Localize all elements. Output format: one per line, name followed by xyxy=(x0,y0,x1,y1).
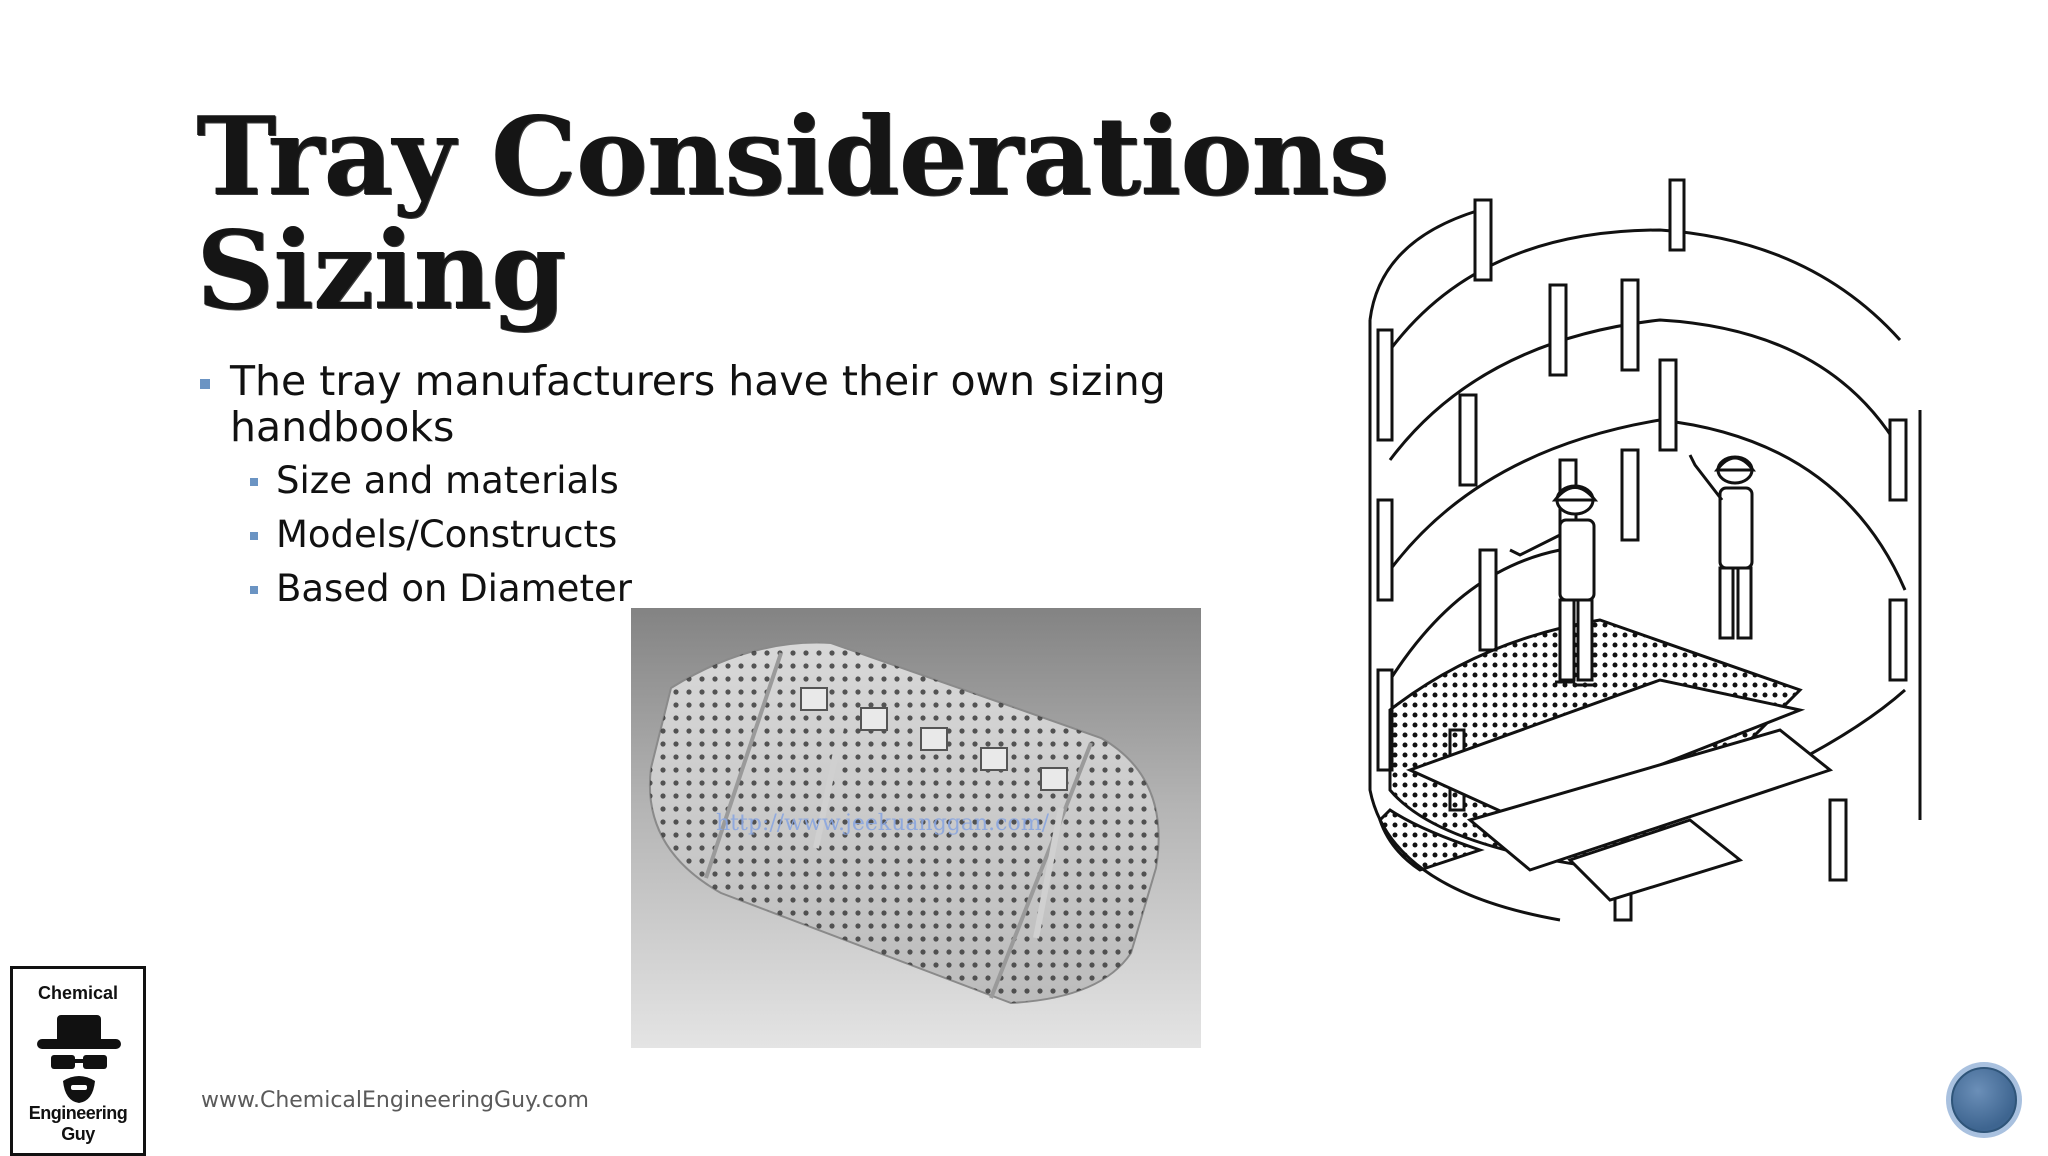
bullet-level-2: Based on Diameter xyxy=(250,566,1196,612)
bullet-text: Models/Constructs xyxy=(276,513,618,556)
title-line-1: Tray Considerations xyxy=(196,94,1389,220)
footer-url[interactable]: www.ChemicalEngineeringGuy.com xyxy=(201,1088,589,1113)
column-installation-drawing xyxy=(1360,170,1930,930)
bullet-square-icon xyxy=(250,478,258,486)
bullet-square-icon xyxy=(200,379,210,389)
bullet-text: Size and materials xyxy=(276,459,619,502)
bullet-level-1: The tray manufacturers have their own si… xyxy=(196,358,1196,450)
channel-logo: Chemical Engineering Guy xyxy=(10,966,146,1156)
slide-title: Tray Considerations Sizing xyxy=(196,94,1389,334)
bullet-text: The tray manufacturers have their own si… xyxy=(230,357,1166,451)
bullet-level-2: Size and materials xyxy=(250,458,1196,504)
bullet-list: The tray manufacturers have their own si… xyxy=(196,358,1196,612)
photo-watermark: http://www.jeekuanggan.com/ xyxy=(716,811,1050,836)
circle-nav-icon[interactable] xyxy=(1946,1062,2022,1138)
bullet-square-icon xyxy=(250,532,258,540)
bullet-square-icon xyxy=(250,586,258,594)
heisenberg-hat-icon xyxy=(37,1015,121,1103)
logo-bottom-text: Engineering Guy xyxy=(28,1103,128,1144)
bullet-level-2: Models/Constructs xyxy=(250,512,1196,558)
bullet-text: Based on Diameter xyxy=(276,567,632,610)
title-line-2: Sizing xyxy=(196,208,566,334)
logo-top-text: Chemical xyxy=(37,983,119,1003)
nav-button-inner xyxy=(1951,1067,2017,1133)
tray-photo: http://www.jeekuanggan.com/ xyxy=(631,608,1201,1048)
